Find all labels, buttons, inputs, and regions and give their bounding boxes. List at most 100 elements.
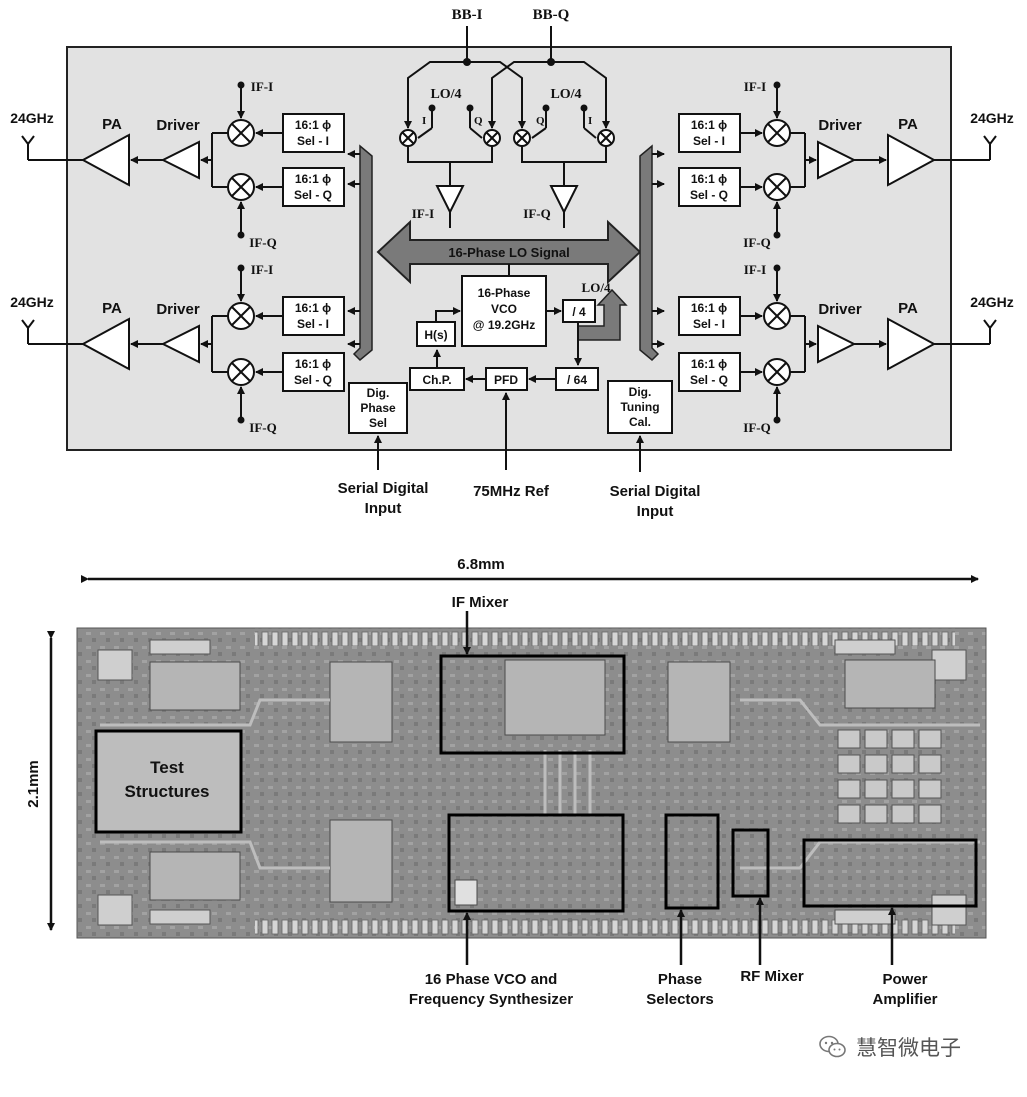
power-amplifier-line1: Power xyxy=(882,971,927,988)
out-24ghz-top-right: 24GHz xyxy=(970,110,1014,126)
if-i-center-label: IF-I xyxy=(412,206,434,221)
if-q-label-top-left: IF-Q xyxy=(249,235,276,250)
pfd-label: PFD xyxy=(494,373,518,387)
phase-selectors-line2: Selectors xyxy=(646,991,714,1008)
lo-signal-label: 16-Phase LO Signal xyxy=(448,245,569,260)
sel-bottom-q-bottom-left: Sel - Q xyxy=(294,373,332,387)
q-pin-label-right: Q xyxy=(536,115,545,127)
q-pin-label-left: Q xyxy=(474,115,483,127)
lo-dist-left xyxy=(352,144,373,362)
die-height-label: 2.1mm xyxy=(25,760,42,808)
block-diagram: BB-I BB-Q LO/4 LO/4 xyxy=(10,7,1014,520)
if-buffer-i xyxy=(435,185,465,215)
dig-tuning-line1: Dig. xyxy=(629,385,652,399)
if-i-label-top-right: IF-I xyxy=(744,79,766,94)
lo4-out-label: LO/4 xyxy=(582,280,611,295)
rf-mixer-i-top-left xyxy=(227,119,255,147)
sel-bottom-i-bottom-left: Sel - I xyxy=(297,317,329,331)
out-24ghz-bottom-left: 24GHz xyxy=(10,294,54,310)
if-q-label-bottom-left: IF-Q xyxy=(249,420,276,435)
bb-mixer-q xyxy=(483,129,501,147)
pa-label-top-right: PA xyxy=(898,116,918,133)
serial-input-left-line1: Serial Digital xyxy=(338,480,429,497)
circuit-blocks xyxy=(149,659,936,906)
if-buffer-q xyxy=(549,185,579,215)
lo4-label-left: LO/4 xyxy=(430,87,461,102)
vco-synth-line1: 16 Phase VCO and xyxy=(425,971,558,988)
phase-selector-i-bottom-right xyxy=(678,296,741,336)
pa-amp-bottom-left xyxy=(80,317,130,371)
phase-selectors-line1: Phase xyxy=(658,971,702,988)
out-24ghz-top-left: 24GHz xyxy=(10,110,54,126)
capacitor-array xyxy=(837,729,942,824)
driver-amp-bottom-right xyxy=(817,324,857,364)
bb-i-label: BB-I xyxy=(452,7,483,23)
rf-mixer-q-top-left xyxy=(227,173,255,201)
watermark-text: 慧智微电子 xyxy=(856,1036,961,1060)
vco-line1: 16-Phase xyxy=(478,286,531,300)
test-structures-line1: Test xyxy=(150,758,184,777)
driver-label-top-left: Driver xyxy=(156,117,200,134)
metal-routing xyxy=(100,698,980,870)
pa-label-top-left: PA xyxy=(102,116,122,133)
vco-synth-line2: Frequency Synthesizer xyxy=(409,991,573,1008)
if-q-label-top-right: IF-Q xyxy=(743,235,770,250)
pad-row-top xyxy=(255,628,955,646)
bb-mixer-i2 xyxy=(597,129,615,147)
dig-tuning-line2: Tuning xyxy=(620,400,659,414)
power-amplifier-box xyxy=(802,838,978,908)
antenna-icon xyxy=(21,135,35,146)
dig-phase-line2: Phase xyxy=(360,401,396,415)
antenna-icon xyxy=(983,319,997,330)
driver-amp-bottom-left xyxy=(160,324,200,364)
phase-selector-i-top-right xyxy=(678,113,741,153)
vco-block xyxy=(461,275,547,347)
watermark: 慧智微电子 xyxy=(818,1032,961,1062)
rf-mixer-q-bottom-left xyxy=(227,358,255,386)
if-mixer-box xyxy=(439,654,626,755)
serial-input-left-line2: Input xyxy=(365,500,402,517)
wechat-icon xyxy=(819,1035,846,1058)
if-q-label-bottom-right: IF-Q xyxy=(743,420,770,435)
sel-top-i-top-right: 16:1 ϕ xyxy=(691,118,727,132)
if-mixer-label: IF Mixer xyxy=(452,594,509,611)
sel-bottom-q-top-right: Sel - Q xyxy=(690,188,728,202)
pa-amp-top-left xyxy=(80,133,130,187)
serial-input-right-line1: Serial Digital xyxy=(610,483,701,500)
dig-tuning-line3: Cal. xyxy=(629,415,651,429)
sel-top-i-bottom-right: 16:1 ϕ xyxy=(691,301,727,315)
i-pin-label-left: I xyxy=(422,115,426,127)
lo4-feed-arrow xyxy=(577,288,628,341)
vco-synth-box xyxy=(447,813,625,913)
die-photo: 6.8mm 2.1mm xyxy=(25,556,987,1008)
div4-label: / 4 xyxy=(572,305,586,319)
lo-dist-right xyxy=(639,144,660,362)
chp-label: Ch.P. xyxy=(422,373,451,387)
dig-phase-sel-block xyxy=(348,382,408,434)
serial-input-right-line2: Input xyxy=(637,503,674,520)
lo4-label-right: LO/4 xyxy=(550,87,581,102)
dig-phase-line3: Sel xyxy=(369,416,387,430)
phase-selector-i-top-left xyxy=(282,113,345,153)
driver-label-bottom-right: Driver xyxy=(818,301,862,318)
sel-top-q-top-left: 16:1 ϕ xyxy=(295,172,331,186)
sel-top-i-top-left: 16:1 ϕ xyxy=(295,118,331,132)
sel-bottom-q-bottom-right: Sel - Q xyxy=(690,373,728,387)
pa-label-bottom-left: PA xyxy=(102,300,122,317)
sel-top-i-bottom-left: 16:1 ϕ xyxy=(295,301,331,315)
rf-mixer-i-bottom-left xyxy=(227,302,255,330)
if-q-center-label: IF-Q xyxy=(523,206,550,221)
dig-tuning-cal-block xyxy=(607,380,673,434)
sel-top-q-bottom-right: 16:1 ϕ xyxy=(691,357,727,371)
sel-top-q-top-right: 16:1 ϕ xyxy=(691,172,727,186)
if-i-label-bottom-left: IF-I xyxy=(251,262,273,277)
phase-selectors-box xyxy=(664,813,720,910)
driver-amp-top-left xyxy=(160,140,200,180)
sel-bottom-i-top-right: Sel - I xyxy=(693,134,725,148)
sel-bottom-i-bottom-right: Sel - I xyxy=(693,317,725,331)
